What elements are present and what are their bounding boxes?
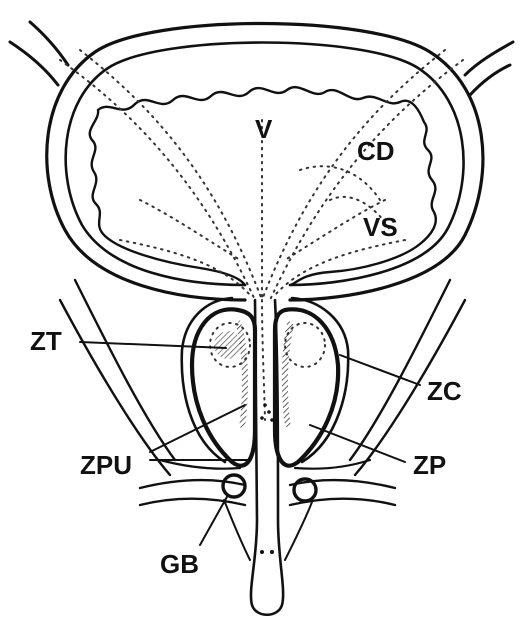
left-upper-duct	[10, 22, 68, 85]
label-vs: VS	[363, 212, 398, 242]
dotted-pathways	[60, 50, 463, 420]
label-gb: GB	[160, 549, 199, 579]
label-zc: ZC	[427, 376, 462, 406]
label-zp: ZP	[413, 450, 446, 480]
right-upper-duct	[465, 42, 513, 95]
label-cd: CD	[357, 136, 395, 166]
label-v: V	[255, 114, 273, 144]
bladder-outer-wall	[47, 24, 483, 301]
pelvic-floor	[140, 460, 395, 505]
urethra	[251, 300, 283, 615]
label-zpu: ZPU	[80, 450, 132, 480]
label-zt: ZT	[30, 326, 62, 356]
leader-lines	[80, 342, 420, 545]
bulbourethral-glands	[223, 475, 316, 560]
